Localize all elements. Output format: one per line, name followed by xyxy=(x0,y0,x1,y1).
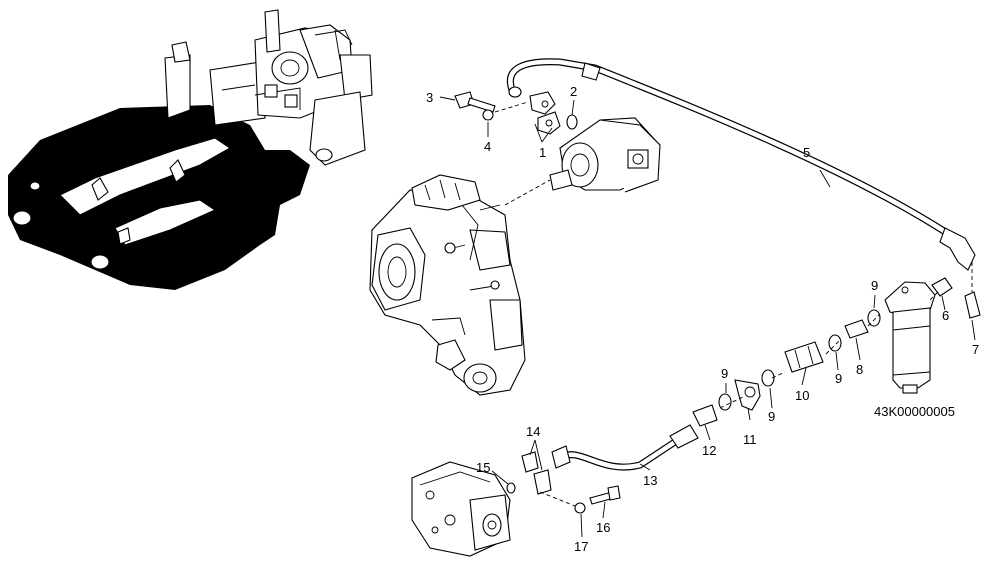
clamp-1 xyxy=(529,91,561,135)
union-12 xyxy=(692,404,718,427)
bolt-16 xyxy=(589,485,621,505)
vehicle-frame xyxy=(8,9,373,290)
clamp-14 xyxy=(521,451,552,495)
washer-2 xyxy=(566,114,578,130)
washer-15 xyxy=(506,482,516,494)
callout-10: 10 xyxy=(795,388,809,403)
washer-4 xyxy=(482,109,494,121)
callout-14: 14 xyxy=(526,424,540,439)
callout-1: 1 xyxy=(539,145,546,160)
callout-5: 5 xyxy=(803,145,810,160)
callout-4: 4 xyxy=(484,139,491,154)
washer-9-b xyxy=(828,334,842,352)
filter-housing xyxy=(884,281,936,394)
coupling-10 xyxy=(784,341,824,373)
bolt-leader-dash xyxy=(494,101,529,113)
drawing-code: 43K00000005 xyxy=(874,404,955,419)
callout-7: 7 xyxy=(972,342,979,357)
adapter-8 xyxy=(844,319,869,339)
fitting-7 xyxy=(964,291,981,319)
callout-2: 2 xyxy=(570,84,577,99)
lower-leader-dash xyxy=(539,491,576,507)
callout-9-c: 9 xyxy=(768,409,775,424)
washer-9-d xyxy=(718,393,732,411)
callout-3: 3 xyxy=(426,90,433,105)
callout-9-d: 9 xyxy=(721,366,728,381)
callout-9-a: 9 xyxy=(871,278,878,293)
callout-12: 12 xyxy=(702,443,716,458)
bolt-3 xyxy=(454,91,496,113)
callout-6: 6 xyxy=(942,308,949,323)
callout-labels: 1 2 3 4 5 6 7 8 9 9 9 9 10 11 12 13 14 1… xyxy=(426,84,979,554)
fitting-chain-dash xyxy=(719,291,939,409)
hose-5 xyxy=(506,58,976,271)
valve-block xyxy=(411,461,511,557)
hose-13 xyxy=(551,424,699,471)
callout-15: 15 xyxy=(476,460,490,475)
hydraulic-pump xyxy=(549,117,661,193)
callout-9-b: 9 xyxy=(835,371,842,386)
washer-9-c xyxy=(761,369,775,387)
callout-16: 16 xyxy=(596,520,610,535)
callout-8: 8 xyxy=(856,362,863,377)
callout-leaders xyxy=(439,96,976,538)
callout-17: 17 xyxy=(574,539,588,554)
transmission-housing xyxy=(369,174,526,396)
callout-13: 13 xyxy=(643,473,657,488)
fitting-6 xyxy=(931,277,953,297)
callout-11: 11 xyxy=(743,432,757,447)
banjo-fitting-11 xyxy=(734,379,761,411)
washer-17 xyxy=(574,502,586,514)
washer-9-a xyxy=(867,309,881,327)
pump-leader-dash xyxy=(504,179,551,206)
